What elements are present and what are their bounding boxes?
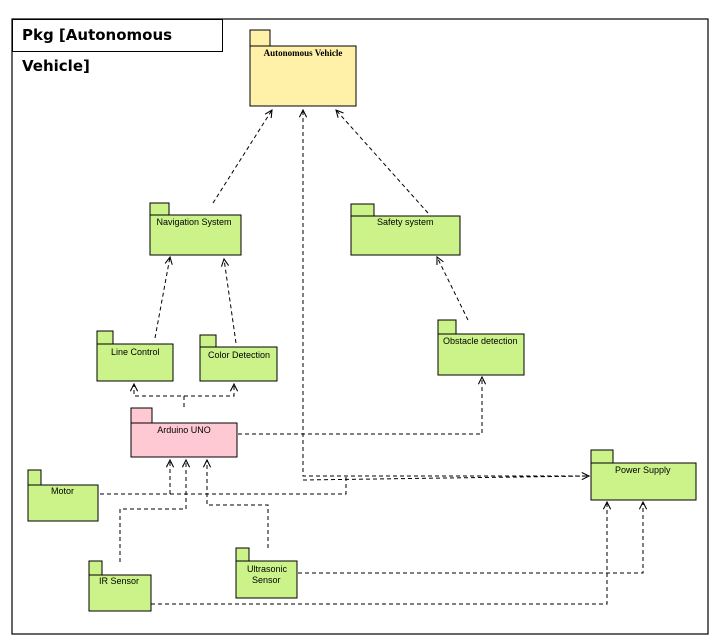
edge-navigation-to-vehicle	[212, 110, 272, 204]
package-tab	[130, 407, 153, 424]
package-tab	[149, 202, 170, 216]
package-label: Color Detection	[208, 350, 270, 360]
package-label-line2: Sensor	[252, 575, 281, 585]
package-color-detection[interactable]: Color Detection	[199, 334, 278, 382]
edge-vehicle-to-powersupply	[302, 476, 589, 481]
edge-ultrasonic-to-powersupply	[298, 502, 643, 574]
package-autonomous-vehicle[interactable]: Autonomous Vehicle	[249, 29, 357, 107]
frame-title: Pkg [Autonomous Vehicle]	[12, 19, 223, 75]
package-body	[130, 422, 238, 458]
edge-ir-to-arduino	[119, 460, 186, 562]
package-body	[235, 560, 298, 599]
package-tab	[88, 560, 103, 576]
package-body	[249, 45, 357, 107]
package-tab	[590, 449, 614, 464]
package-tab	[437, 319, 457, 335]
package-body	[88, 574, 152, 612]
package-line-control[interactable]: Line Control	[96, 330, 174, 382]
edge-motor-to-arduino	[100, 476, 347, 495]
package-tab	[96, 330, 114, 345]
package-tab	[27, 469, 42, 486]
package-tab	[199, 334, 217, 348]
package-label: Obstacle detection	[443, 336, 518, 346]
package-body	[27, 484, 99, 522]
package-tab	[235, 547, 250, 562]
package-label-line1: Ultrasonic	[247, 564, 288, 574]
package-tab	[249, 29, 271, 47]
package-label: Safety system	[377, 217, 434, 227]
edge-arduino-to-obstacle	[238, 377, 482, 435]
package-navigation-system[interactable]: Navigation System	[149, 202, 242, 256]
package-label: Arduino UNO	[157, 425, 211, 435]
edge-powersupply-to-vehicle	[303, 110, 586, 477]
package-obstacle-detection[interactable]: Obstacle detection	[437, 319, 525, 376]
package-power-supply[interactable]: Power Supply	[590, 449, 697, 501]
edge-arduino-to-linecontrol	[134, 384, 185, 407]
package-body	[149, 214, 242, 256]
package-label: IR Sensor	[99, 576, 139, 586]
package-label: Autonomous Vehicle	[264, 48, 343, 58]
edge-ultrasonic-to-arduino	[207, 460, 269, 548]
edge-safety-to-vehicle	[336, 110, 429, 214]
package-tab	[350, 203, 375, 217]
package-body	[437, 333, 525, 376]
dependency-edges	[100, 110, 643, 605]
edge-obstacle-to-safety	[437, 257, 469, 321]
diagram-frame	[11, 18, 709, 635]
package-ultrasonic-sensor[interactable]: Ultrasonic Sensor	[235, 547, 298, 599]
edge-ir-to-powersupply	[151, 502, 607, 605]
edge-colordetection-to-navigation	[224, 259, 237, 344]
edge-linecontrol-to-navigation	[154, 257, 170, 339]
package-label: Line Control	[111, 347, 160, 357]
package-safety-system[interactable]: Safety system	[350, 203, 461, 256]
package-label: Motor	[51, 486, 74, 496]
package-body	[590, 462, 697, 501]
package-label: Power Supply	[615, 465, 671, 475]
package-motor[interactable]: Motor	[27, 469, 99, 522]
package-arduino-uno[interactable]: Arduino UNO	[130, 407, 238, 458]
package-body	[199, 346, 278, 382]
package-body	[350, 215, 461, 256]
package-label: Navigation System	[156, 217, 231, 227]
package-body	[96, 343, 174, 382]
edge-arduino-to-colordetection	[184, 384, 234, 397]
package-ir-sensor[interactable]: IR Sensor	[88, 560, 152, 612]
